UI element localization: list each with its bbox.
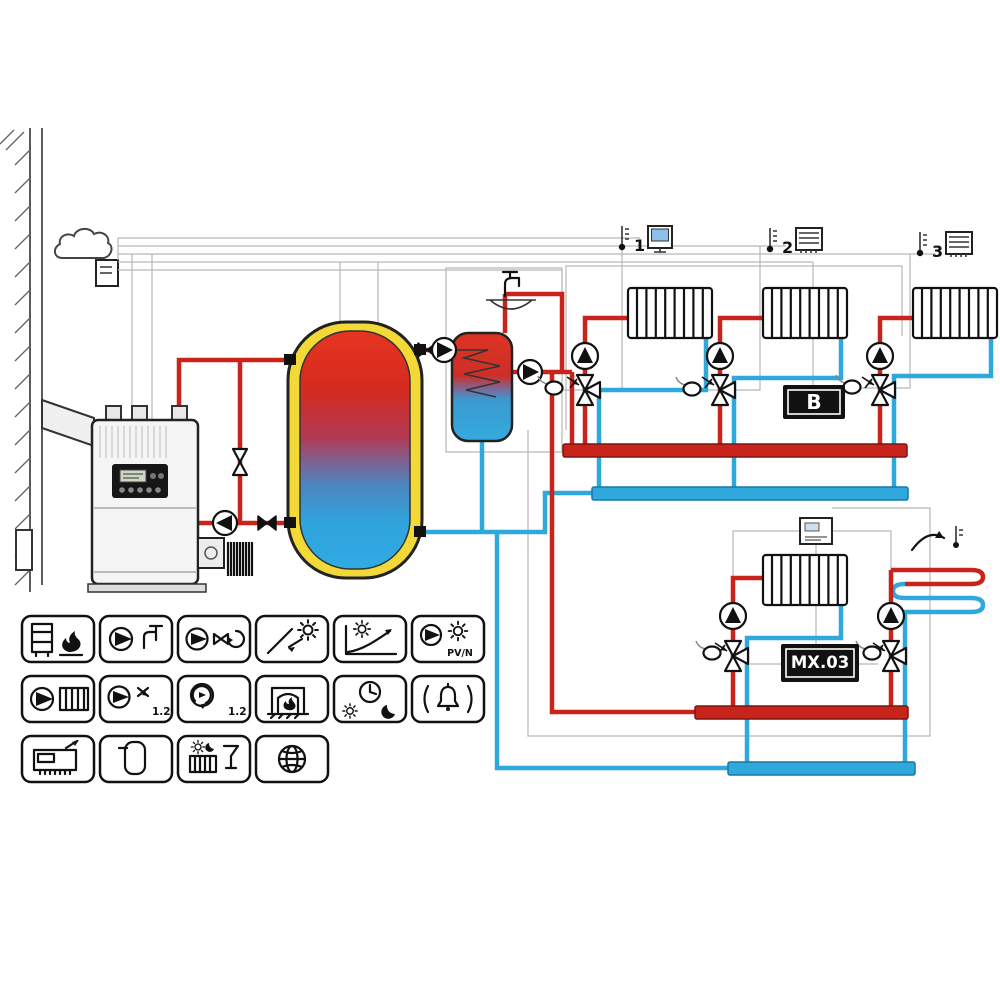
temp-sensor-zone-3: 3 [916, 231, 973, 261]
flow-direction-arrow [910, 526, 963, 552]
return-manifold-top [591, 486, 909, 501]
radiator-circuit-4 [761, 553, 849, 607]
pump-circuit-2 [705, 341, 735, 371]
bypass-valve [231, 447, 249, 477]
terminal-box [795, 227, 823, 253]
pump-circuit-4 [718, 601, 748, 631]
pump-dhw-circulation [516, 358, 544, 386]
legend-item-mixing-valve-1-2[interactable]: 1.2 [176, 674, 252, 724]
boiler [87, 405, 254, 593]
temp-sensor-zone-2: 2 [766, 227, 823, 257]
glass-icon [222, 744, 240, 770]
burner-fan [197, 537, 254, 576]
sensor-2-label: 2 [782, 238, 793, 257]
legend-item-pump-mixing-valve[interactable] [176, 614, 252, 664]
temp-sensor-zone-1: 1 [618, 225, 673, 255]
legend-item-heating-curve[interactable] [332, 614, 408, 664]
pump-circuit-1 [570, 341, 600, 371]
mixer-module-label: MX.03 [791, 653, 849, 672]
legend-item-radiator-circuit-pump[interactable] [20, 674, 96, 724]
flue-duct [41, 398, 95, 448]
room-controller[interactable] [799, 517, 833, 545]
radiator-circuit-2 [761, 286, 849, 340]
check-valve-boiler [257, 515, 277, 531]
pump-circuit-3 [865, 341, 895, 371]
wall-chimney [0, 128, 95, 592]
sensor-3-label: 3 [932, 242, 943, 261]
legend-item-radiator-day-night[interactable] [176, 734, 252, 784]
faucet [486, 270, 536, 310]
pump-group-label: 1.2 [152, 706, 171, 718]
buffer-tank [284, 320, 426, 580]
pv-label: PV/N [447, 648, 473, 659]
boiler-control-panel[interactable] [112, 464, 168, 498]
legend-item-internet[interactable] [254, 734, 330, 784]
supply-manifold-bottom [694, 705, 909, 720]
underfloor-coil-supply [891, 567, 986, 587]
dhw-tank [450, 331, 514, 443]
supply-manifold-top [562, 443, 908, 458]
radiator-circuit-1 [626, 286, 714, 340]
room-unit-display[interactable] [647, 225, 673, 253]
bell-icon [436, 682, 460, 708]
pump-dhw-charge [430, 336, 458, 364]
legend-item-controller[interactable] [20, 734, 96, 784]
underfloor-coil-return [890, 581, 986, 762]
faucet-icon [142, 624, 164, 650]
radiator-circuit-3 [911, 286, 999, 340]
zone-module-label: B [806, 390, 821, 414]
return-manifold-bottom [727, 761, 916, 776]
legend-item-pump-group-1-2[interactable]: 1.2 [98, 674, 174, 724]
legend-item-time-program[interactable] [332, 674, 408, 724]
legend-item-solid-fuel-boiler[interactable] [20, 614, 96, 664]
legend-item-alarm[interactable] [410, 674, 486, 724]
pump-circuit-5 [876, 601, 906, 631]
legend-grid: PV/N 1.2 1.2 [20, 614, 486, 784]
pump-boiler-loop [211, 509, 239, 537]
legend-item-dhw-pump[interactable] [98, 614, 174, 664]
cloud-icon [54, 228, 113, 259]
wall-box [15, 529, 33, 571]
legend-item-fireplace[interactable] [254, 674, 330, 724]
moon-icon [205, 743, 214, 752]
legend-item-storage-tank[interactable] [98, 734, 174, 784]
return-pipes [420, 338, 994, 771]
legend-item-pv-pump[interactable]: PV/N [410, 614, 486, 664]
clock-icon [358, 680, 382, 704]
mixer-module-mx03: MX.03 [781, 644, 859, 682]
moon-icon [381, 705, 395, 719]
terminal-box [945, 231, 973, 257]
sensor-1-label: 1 [634, 236, 645, 255]
zone-module-b: B [783, 385, 845, 419]
flow-sensor-5 [854, 639, 882, 661]
flame-icon [62, 631, 81, 652]
outdoor-sensor-group [54, 228, 119, 287]
flow-sensor-2 [674, 375, 702, 397]
flame-icon [283, 697, 296, 711]
mixer-group-label: 1.2 [228, 706, 247, 718]
legend-item-solar-collector[interactable] [254, 614, 330, 664]
